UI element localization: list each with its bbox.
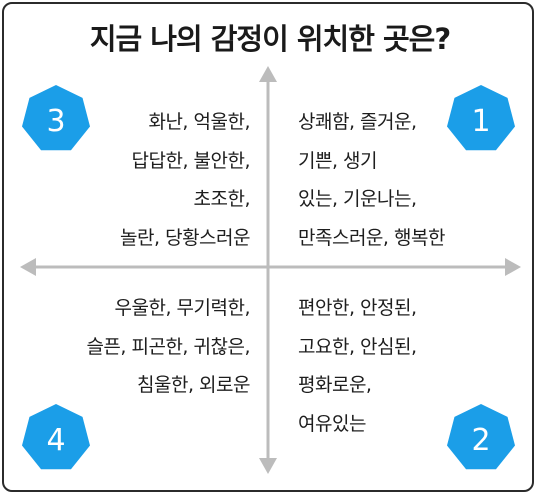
arrow-down-icon	[259, 458, 277, 474]
diagram-title: 지금 나의 감정이 위치한 곳은?	[89, 22, 451, 56]
emotion-line: 있는, 기운나는,	[298, 188, 417, 210]
quadrant-1-emotions: 상쾌함, 즐거운, 기쁜, 생기 있는, 기운나는, 만족스러운, 행복한	[298, 103, 445, 257]
arrow-right-icon	[505, 258, 521, 276]
quadrant-2-emotions: 편안한, 안정된, 고요한, 안심된, 평화로운, 여유있는	[298, 289, 417, 443]
emotion-line: 기쁜, 생기	[298, 149, 377, 172]
emotion-line: 고요한, 안심된,	[298, 335, 417, 358]
emotion-line: 상쾌함, 즐거운,	[298, 111, 417, 133]
emotion-line: 답답한, 불안한,	[131, 149, 251, 172]
emotion-line: 침울한, 외로운	[137, 374, 250, 396]
emotion-line: 만족스러운, 행복한	[298, 226, 445, 249]
quadrant-4-emotions: 우울한, 무기력한, 슬픈, 피곤한, 귀찮은, 침울한, 외로운	[86, 289, 250, 405]
quadrant-3-emotions: 화난, 억울한, 답답한, 불안한, 초조한, 놀란, 당황스러운	[120, 103, 250, 257]
emotion-line: 여유있는	[298, 412, 366, 435]
arrow-up-icon	[259, 66, 277, 82]
emotion-line: 초조한,	[193, 188, 251, 210]
emotion-line: 평화로운,	[298, 374, 372, 396]
emotion-line: 놀란, 당황스러운	[120, 226, 250, 249]
emotion-line: 슬픈, 피곤한, 귀찮은,	[86, 335, 250, 358]
emotion-line: 우울한, 무기력한,	[114, 297, 251, 319]
emotion-line: 편안한, 안정된,	[298, 297, 417, 319]
diagram-frame	[2, 2, 534, 492]
arrow-left-icon	[20, 258, 36, 276]
emotion-line: 화난, 억울한,	[148, 111, 250, 133]
